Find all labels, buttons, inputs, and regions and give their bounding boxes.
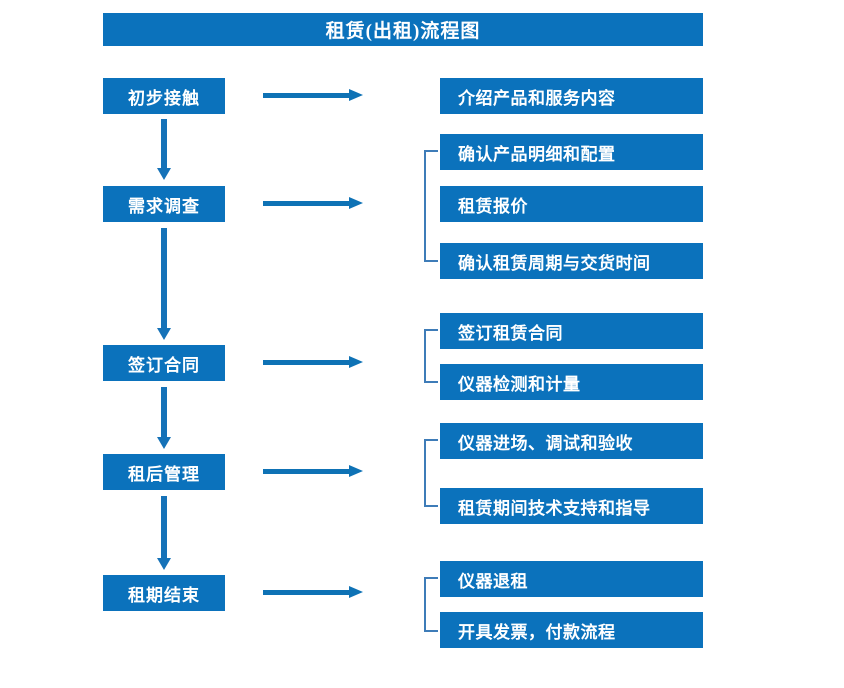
stage-box-sign-contract[interactable]: 签订合同 [103,345,225,381]
arrow-shaft [161,387,167,438]
detail-box-confirm-period[interactable]: 确认租赁周期与交货时间 [440,243,703,279]
stage-box-initial-contact[interactable]: 初步接触 [103,78,225,114]
arrow-head [349,356,363,368]
detail-box-introduce-products[interactable]: 介绍产品和服务内容 [440,78,703,114]
arrow-shaft [263,93,349,98]
vertical-arrow-icon-4 [157,496,171,570]
arrow-shaft [263,360,349,365]
arrow-shaft [263,201,349,206]
arrow-head [349,465,363,477]
page-title: 租赁(出租)流程图 [103,13,703,46]
detail-box-rental-quote[interactable]: 租赁报价 [440,186,703,222]
vertical-arrow-icon-3 [157,387,171,449]
detail-box-confirm-spec[interactable]: 确认产品明细和配置 [440,134,703,170]
stage-box-post-rental-mgmt[interactable]: 租后管理 [103,454,225,490]
arrow-head [157,328,171,340]
detail-box-instrument-return[interactable]: 仪器退租 [440,561,703,597]
arrow-head [349,586,363,598]
detail-box-instrument-arrival[interactable]: 仪器进场、调试和验收 [440,423,703,459]
detail-box-tech-support[interactable]: 租赁期间技术支持和指导 [440,488,703,524]
arrow-head [157,558,171,570]
horizontal-arrow-icon-1 [263,87,363,105]
group-bracket-post-rental-mgmt [424,439,438,507]
arrow-shaft [161,496,167,559]
vertical-arrow-icon-1 [157,119,171,180]
detail-box-sign-lease[interactable]: 签订租赁合同 [440,313,703,349]
arrow-head [157,437,171,449]
horizontal-arrow-icon-4 [263,463,363,481]
arrow-head [157,168,171,180]
group-bracket-lease-end [424,577,438,632]
arrow-shaft [161,228,167,329]
group-bracket-demand-survey [424,150,438,262]
detail-box-instrument-testing[interactable]: 仪器检测和计量 [440,364,703,400]
arrow-shaft [263,590,349,595]
horizontal-arrow-icon-2 [263,195,363,213]
horizontal-arrow-icon-5 [263,584,363,602]
arrow-head [349,89,363,101]
stage-box-demand-survey[interactable]: 需求调查 [103,186,225,222]
group-bracket-sign-contract [424,329,438,383]
stage-box-lease-end[interactable]: 租期结束 [103,575,225,611]
arrow-shaft [263,469,349,474]
arrow-shaft [161,119,167,169]
detail-box-invoice-payment[interactable]: 开具发票，付款流程 [440,612,703,648]
horizontal-arrow-icon-3 [263,354,363,372]
arrow-head [349,197,363,209]
vertical-arrow-icon-2 [157,228,171,340]
